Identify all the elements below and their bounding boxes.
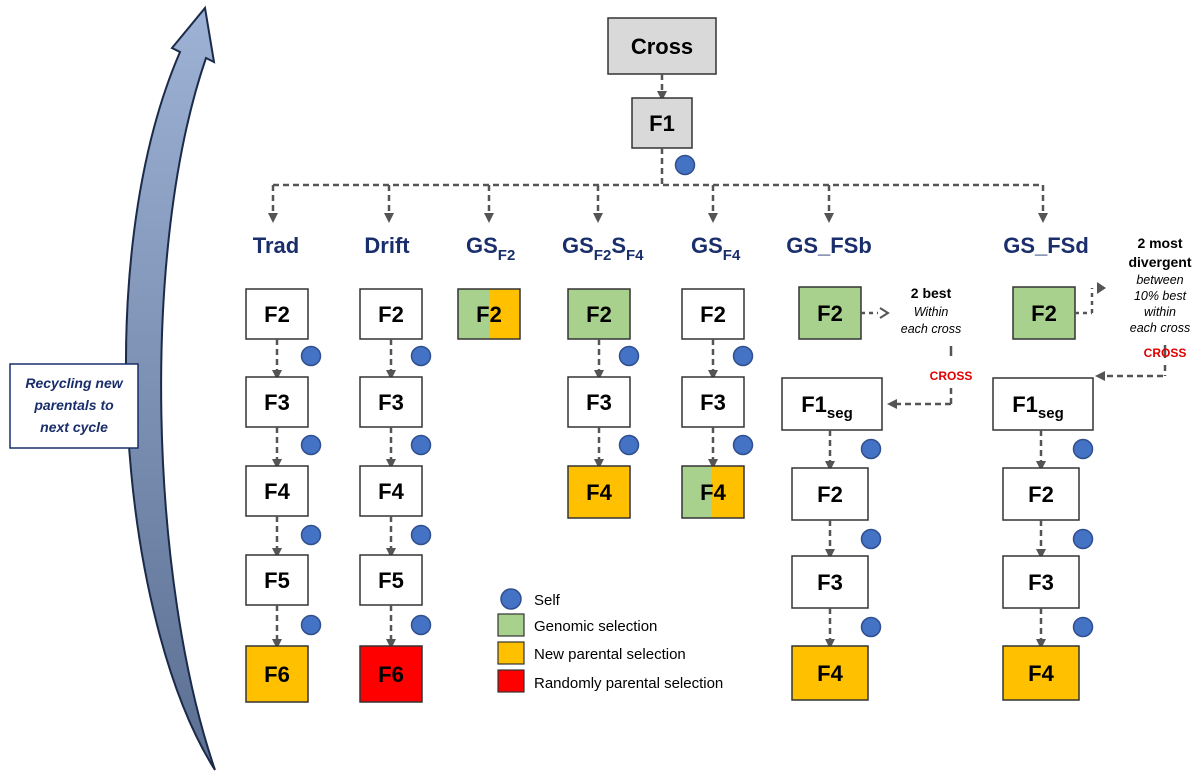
gsfsb-column: F2 2 best Within each cross CROSS F1seg … (781, 285, 973, 701)
gsfsd-node-f3: F3 (1028, 570, 1054, 595)
self-dot (732, 345, 754, 367)
self-dot (618, 345, 640, 367)
self-dot (300, 524, 322, 546)
header-gsf2sf4: GSF2SF4 (562, 233, 644, 264)
legend-new-parental-label: New parental selection (534, 646, 686, 663)
fsb-note-line1: Within (914, 305, 949, 319)
header-gsfsd: GS_FSd (1003, 233, 1089, 258)
fsd-note-line1: between (1136, 273, 1183, 287)
legend-random-parental-icon (497, 669, 525, 693)
fsd-note-title-1: 2 most (1137, 235, 1182, 251)
self-dot (618, 434, 640, 456)
self-dot (732, 434, 754, 456)
gsf4-node-f3: F3 (700, 390, 726, 415)
trad-node-f2: F2 (264, 302, 290, 327)
legend: Self Genomic selection New parental sele… (497, 588, 723, 693)
fsd-note-line3: within (1144, 305, 1176, 319)
self-dot (410, 345, 432, 367)
trad-node-f4: F4 (264, 479, 290, 504)
header-trad: Trad (253, 233, 299, 258)
gsf4-node-f4: F4 (700, 480, 726, 505)
gsfsb-node-f4: F4 (817, 661, 843, 686)
gsfsd-node-f2: F2 (1028, 482, 1054, 507)
gsf2sf4-column: F2 F3 F4 (567, 288, 640, 519)
drift-column: F2 F3 F4 F5 F6 (359, 288, 432, 703)
fsb-note-line2: each cross (901, 322, 961, 336)
fsd-note-title-2: divergent (1128, 254, 1191, 270)
gsf4-node-f2: F2 (700, 302, 726, 327)
recycle-line-1: Recycling new (25, 375, 123, 391)
fsd-note-line4: each cross (1130, 321, 1190, 335)
self-dot (1072, 438, 1094, 460)
cross-node: Cross (607, 17, 717, 75)
trad-node-f6: F6 (264, 662, 290, 687)
gsfsd-node-f2-top: F2 (1031, 301, 1057, 326)
gsfsb-node-f1seg: F1seg (801, 392, 853, 422)
branch-lines (268, 148, 1048, 223)
self-dot (300, 345, 322, 367)
recycle-line-2: parentals to (33, 397, 114, 413)
recycle-line-3: next cycle (40, 419, 108, 435)
gsf2sf4-node-f4: F4 (586, 480, 612, 505)
legend-new-parental-icon (497, 641, 525, 665)
drift-node-f4: F4 (378, 479, 404, 504)
gsfsd-node-f1seg: F1seg (1012, 392, 1064, 422)
drift-node-f5: F5 (378, 568, 404, 593)
f1-node: F1 (631, 97, 693, 149)
header-gsf4: GSF4 (691, 233, 741, 264)
drift-node-f2: F2 (378, 302, 404, 327)
legend-self-icon (500, 588, 522, 610)
drift-node-f6: F6 (378, 662, 404, 687)
gsf2-column: F2 (457, 288, 521, 340)
gsf2-node-f2: F2 (476, 302, 502, 327)
gsf2sf4-node-f3: F3 (586, 390, 612, 415)
self-dot (860, 528, 882, 550)
gsfsb-node-f2: F2 (817, 482, 843, 507)
gsfsb-node-f2-top: F2 (817, 301, 843, 326)
self-dot (410, 524, 432, 546)
recycle-box: Recycling new parentals to next cycle (9, 363, 139, 449)
self-dot (1072, 528, 1094, 550)
legend-genomic-icon (497, 613, 525, 637)
fsb-note-title: 2 best (911, 285, 952, 301)
self-dot (674, 154, 696, 176)
f1-label: F1 (649, 111, 675, 136)
trad-node-f3: F3 (264, 390, 290, 415)
fsd-note-line2: 10% best (1134, 289, 1187, 303)
drift-node-f3: F3 (378, 390, 404, 415)
cross-label: Cross (631, 34, 693, 59)
self-dot (300, 614, 322, 636)
self-dot (410, 434, 432, 456)
gsfsd-node-f4: F4 (1028, 661, 1054, 686)
gsfsb-node-f3: F3 (817, 570, 843, 595)
trad-column: F2 F3 F4 F5 F6 (245, 288, 322, 703)
gsf2sf4-node-f2: F2 (586, 302, 612, 327)
self-dot (410, 614, 432, 636)
legend-self-label: Self (534, 592, 561, 609)
trad-node-f5: F5 (264, 568, 290, 593)
fsb-cross-label: CROSS (930, 369, 973, 383)
gsf4-column: F2 F3 F4 (681, 288, 754, 519)
recycle-arrow (125, 5, 216, 771)
self-dot (1072, 616, 1094, 638)
gsfsd-column: F2 2 most divergent between 10% best wit… (992, 235, 1192, 701)
header-drift: Drift (364, 233, 410, 258)
self-dot (860, 438, 882, 460)
legend-genomic-label: Genomic selection (534, 618, 657, 635)
fsd-cross-label: CROSS (1144, 346, 1187, 360)
legend-random-parental-label: Randomly parental selection (534, 675, 723, 692)
header-gsfsb: GS_FSb (786, 233, 872, 258)
self-dot (860, 616, 882, 638)
header-gsf2: GSF2 (466, 233, 515, 264)
self-dot (300, 434, 322, 456)
